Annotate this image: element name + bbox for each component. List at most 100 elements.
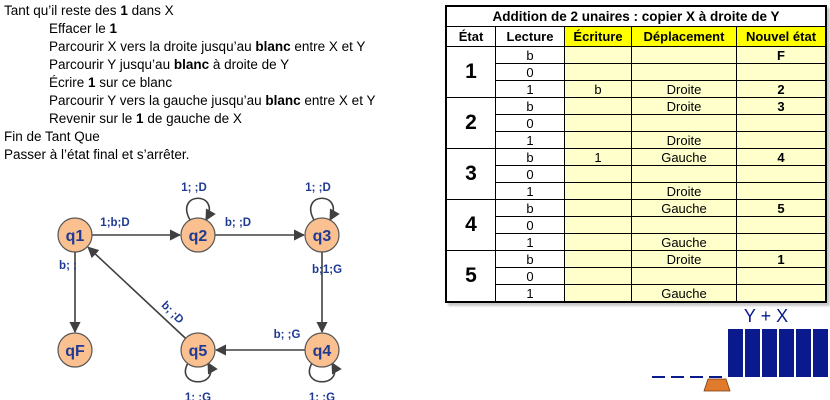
header-nouvel-etat: Nouvel état bbox=[736, 26, 826, 47]
tape-illustration: Y + X bbox=[652, 306, 828, 392]
node-label-q2: q2 bbox=[189, 228, 208, 245]
deplacement-cell: Droite bbox=[631, 97, 737, 115]
deplacement-cell: Droite bbox=[631, 182, 737, 200]
table-row: 0 bbox=[447, 165, 826, 183]
algorithm-line: Tant qu’il reste des 1 dans X bbox=[4, 2, 444, 20]
lecture-cell: b bbox=[495, 46, 565, 64]
deplacement-cell: Droite bbox=[631, 250, 737, 268]
ecriture-cell: b bbox=[564, 80, 632, 98]
node-q3 bbox=[304, 217, 340, 253]
algorithm-fragment: à droite de Y bbox=[209, 57, 290, 72]
ecriture-cell bbox=[564, 165, 632, 183]
algorithm-fragment: Revenir sur le bbox=[49, 111, 137, 126]
algorithm-line: Écrire 1 sur ce blanc bbox=[4, 74, 444, 92]
algorithm-fragment: Parcourir X vers la droite jusqu’au bbox=[49, 39, 256, 54]
ecriture-cell bbox=[564, 250, 632, 268]
header-lecture: Lecture bbox=[495, 26, 565, 47]
lecture-cell: 1 bbox=[495, 233, 565, 251]
tape-filled-cell bbox=[813, 329, 828, 377]
deplacement-cell: Droite bbox=[631, 131, 737, 149]
node-label-q3: q3 bbox=[313, 228, 332, 245]
tape-label: Y + X bbox=[744, 306, 788, 326]
lecture-cell: 0 bbox=[495, 63, 565, 81]
nouvel-etat-cell: 5 bbox=[736, 199, 826, 217]
state-cell: 1 bbox=[446, 46, 496, 98]
ecriture-cell bbox=[564, 216, 632, 234]
lecture-cell: 1 bbox=[495, 80, 565, 98]
algorithm-line: Parcourir Y vers la gauche jusqu’au blan… bbox=[4, 92, 444, 110]
deplacement-cell: Gauche bbox=[631, 284, 737, 302]
deplacement-cell bbox=[631, 165, 737, 183]
nouvel-etat-cell bbox=[736, 284, 826, 302]
algorithm-fragment: Écrire bbox=[49, 75, 89, 90]
lecture-cell: 0 bbox=[495, 114, 565, 132]
algorithm-line: Parcourir X vers la droite jusqu’au blan… bbox=[4, 38, 444, 56]
header-ecriture: Écriture bbox=[564, 26, 632, 47]
table-row: 1 Gauche bbox=[447, 284, 826, 302]
algorithm-fragment: 1 bbox=[88, 75, 96, 90]
state-cell: 4 bbox=[446, 199, 496, 251]
tape-filled-cell bbox=[745, 329, 760, 377]
table-row: 0 bbox=[447, 267, 826, 285]
algorithm-fragment: de gauche de X bbox=[143, 111, 242, 126]
node-label-qF: qF bbox=[65, 343, 85, 360]
lecture-cell: b bbox=[495, 199, 565, 217]
deplacement-cell bbox=[631, 114, 737, 132]
node-q5 bbox=[180, 332, 216, 368]
algorithm-fragment: Parcourir Y jusqu’au bbox=[49, 57, 174, 72]
edge-label-q3-loop: 1; ;D bbox=[305, 182, 331, 194]
state-cell: 2 bbox=[446, 97, 496, 149]
deplacement-cell bbox=[631, 46, 737, 64]
tape-filled-cell bbox=[728, 329, 743, 377]
edge-q4-loop bbox=[308, 362, 342, 383]
edge-label-q4-loop: 1; ;G bbox=[309, 392, 335, 400]
lecture-cell: 1 bbox=[495, 182, 565, 200]
algorithm-fragment: blanc bbox=[265, 93, 301, 108]
edge-q5-loop bbox=[184, 362, 218, 383]
algorithm-fragment: Effacer le bbox=[49, 21, 110, 36]
algorithm-fragment: sur ce blanc bbox=[95, 75, 173, 90]
ecriture-cell bbox=[564, 199, 632, 217]
header-deplacement: Déplacement bbox=[631, 26, 737, 47]
algorithm-fragment: Fin de Tant Que bbox=[4, 129, 100, 144]
tape-filled-cell bbox=[796, 329, 811, 377]
algorithm-line: Revenir sur le 1 de gauche de X bbox=[4, 110, 444, 128]
node-label-q4: q4 bbox=[313, 343, 332, 360]
lecture-cell: 0 bbox=[495, 165, 565, 183]
lecture-cell: 1 bbox=[495, 284, 565, 302]
ecriture-cell bbox=[564, 284, 632, 302]
nouvel-etat-cell bbox=[736, 182, 826, 200]
algorithm-fragment: 1 bbox=[120, 3, 128, 18]
algorithm-line: Fin de Tant Que bbox=[4, 128, 444, 146]
nouvel-etat-cell bbox=[736, 165, 826, 183]
deplacement-cell bbox=[631, 63, 737, 81]
edge-q5-q1 bbox=[87, 246, 187, 339]
nouvel-etat-cell bbox=[736, 267, 826, 285]
nouvel-etat-cell bbox=[736, 216, 826, 234]
nouvel-etat-cell: 2 bbox=[736, 80, 826, 98]
edge-label-q2-loop: 1; ;D bbox=[181, 182, 207, 194]
algorithm-fragment: 1 bbox=[136, 111, 144, 126]
node-qF bbox=[57, 332, 93, 368]
ecriture-cell bbox=[564, 131, 632, 149]
deplacement-cell: Gauche bbox=[631, 199, 737, 217]
transition-table-panel: Addition de 2 unaires : copier X à droit… bbox=[445, 5, 827, 303]
ecriture-cell bbox=[564, 182, 632, 200]
ecriture-cell: 1 bbox=[564, 148, 632, 166]
table-row: 0 bbox=[447, 216, 826, 234]
tape-filled-cell bbox=[779, 329, 794, 377]
algorithm-fragment: Passer à l’état final et s’arrêter. bbox=[4, 147, 190, 162]
algorithm-fragment: entre X et Y bbox=[300, 93, 376, 108]
nouvel-etat-cell bbox=[736, 131, 826, 149]
state-cell: 5 bbox=[446, 250, 496, 302]
node-q1 bbox=[57, 217, 93, 253]
nouvel-etat-cell: 4 bbox=[736, 148, 826, 166]
edge-label-q5-q1: b; ;D bbox=[159, 299, 186, 326]
